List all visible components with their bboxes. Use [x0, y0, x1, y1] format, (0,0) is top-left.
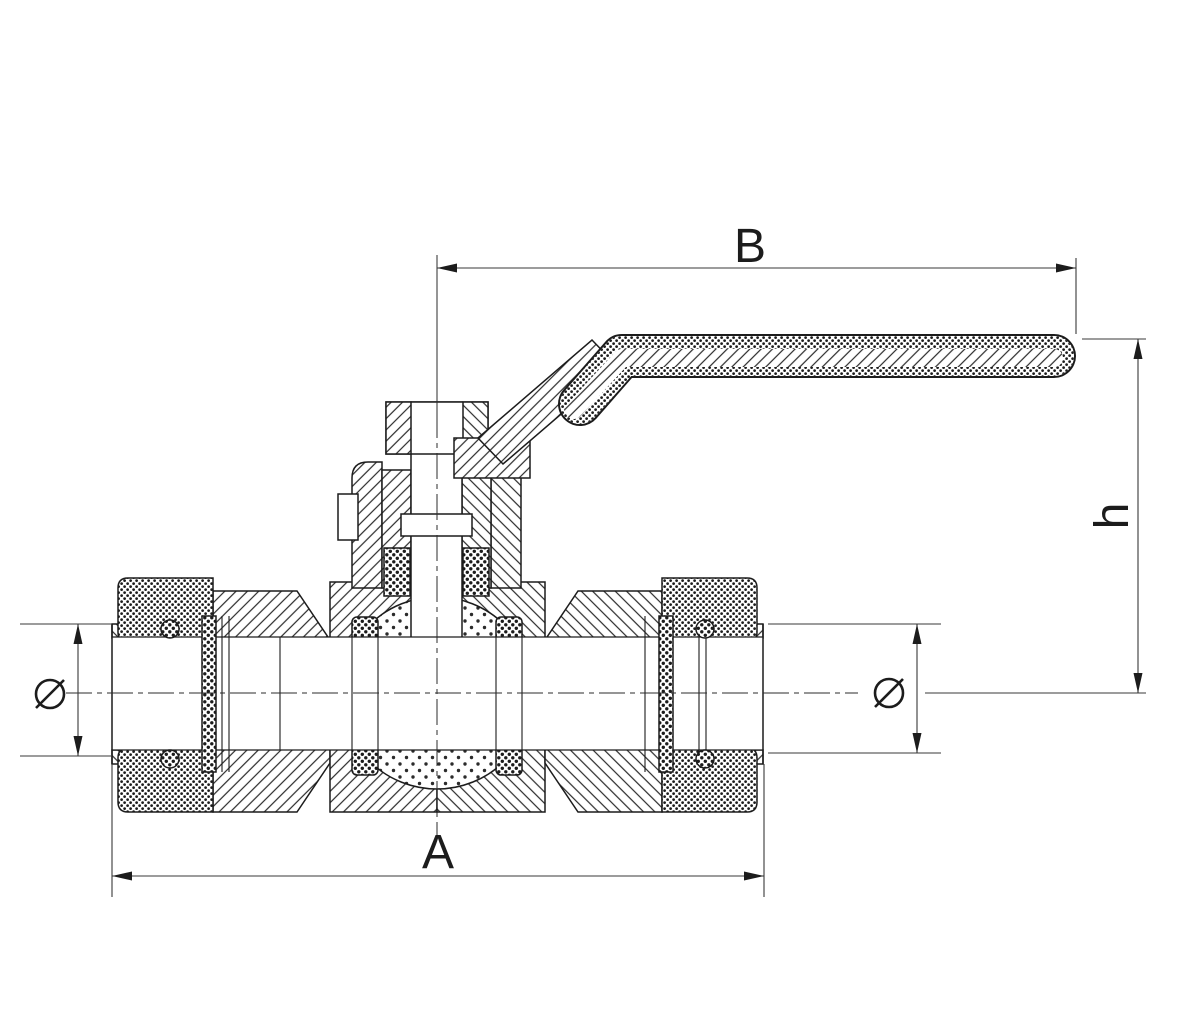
handle: [453, 334, 1076, 479]
left-port-fitting: [111, 577, 214, 813]
diameter-symbol-left: [34, 678, 66, 710]
handle-grip: [558, 334, 1076, 426]
dimension-h-label: h: [1086, 503, 1139, 530]
stem-housing: [337, 461, 522, 597]
centerlines: [66, 255, 858, 840]
dimension-B: B: [437, 220, 1077, 334]
right-port-fitting: [661, 577, 764, 813]
side-bracket: [337, 493, 359, 541]
grab-rings: [160, 615, 715, 773]
dimension-A: A: [111, 764, 765, 897]
dimension-h: h: [925, 338, 1146, 694]
dimensions: B h: [20, 220, 1146, 897]
diameter-symbol-right: [873, 677, 905, 709]
dimension-diameter-left: [20, 623, 112, 757]
dimension-A-label: A: [422, 826, 454, 879]
dimension-diameter-right: [768, 623, 941, 754]
dimension-B-label: B: [734, 220, 766, 273]
